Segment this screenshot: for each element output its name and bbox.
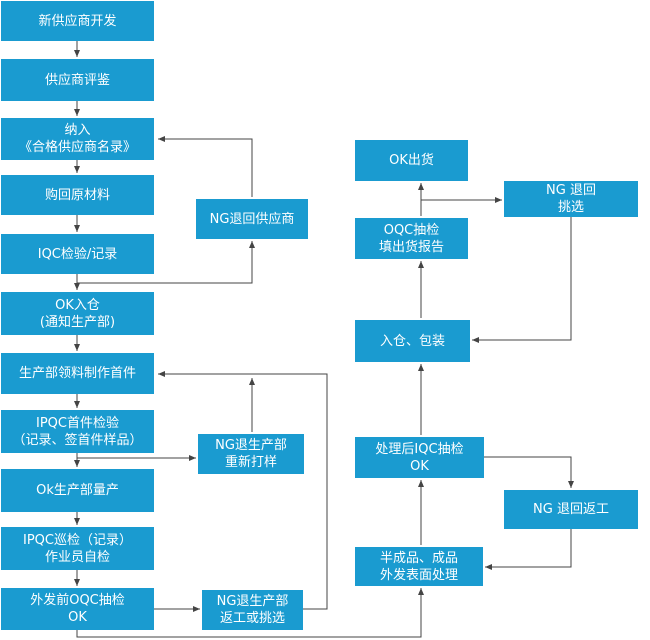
node-label: NG 退回 (546, 183, 596, 198)
node-label: 填出货报告 (378, 239, 444, 255)
node-label: IPQC首件检验 (36, 415, 119, 431)
node-label: 外发前OQC抽检 (30, 593, 125, 608)
node-label: OQC抽检 (383, 222, 440, 238)
node-label: (通知生产部) (39, 314, 116, 330)
node-ipqc-first-inspection: IPQC首件检验 （记录、签首件样品） (1, 410, 154, 453)
node-label: 处理后IQC抽检 (375, 441, 464, 457)
node-label: OK入仓 (55, 297, 100, 313)
arrow-oqc-to-semi (76, 588, 424, 638)
node-ng-production-resample: NG退生产部 重新打样 (198, 434, 304, 474)
node-label: 购回原材料 (44, 187, 110, 203)
node-label: 《合格供应商名录》 (18, 140, 136, 155)
node-label: IQC检验/记录 (37, 246, 118, 262)
node-label: IPQC巡检（记录） (23, 532, 132, 548)
node-label: Ok生产部量产 (36, 483, 119, 498)
node-label: 返工或挑选 (219, 611, 285, 626)
node-include-qualified-list: 纳入 《合格供应商名录》 (1, 118, 154, 160)
node-ok-shipment: OK出货 (355, 140, 468, 181)
node-ng-return-select: NG 退回 挑选 (504, 181, 638, 217)
node-label: OK出货 (389, 153, 434, 168)
arrow-ng-select-to-pack (472, 217, 572, 343)
node-label: 生产部领料制作首件 (18, 366, 136, 381)
node-outsourced-surface-treatment: 半成品、成品 外发表面处理 (355, 547, 483, 586)
node-label: 重新打样 (224, 455, 277, 470)
node-label: 入仓、包装 (379, 333, 445, 349)
node-label: NG退生产部 (215, 438, 287, 453)
node-label: OK (410, 458, 429, 474)
node-label: NG退生产部 (216, 594, 289, 609)
node-ng-return-rework: NG 退回返工 (504, 490, 638, 529)
node-oqc-before-outsourcing: 外发前OQC抽检 OK (1, 588, 154, 630)
node-iqc-inspection: IQC检验/记录 (1, 234, 154, 274)
node-label: NG退回供应商 (209, 211, 295, 227)
node-new-supplier: 新供应商开发 (1, 1, 154, 41)
node-label: NG 退回返工 (533, 502, 609, 517)
node-label: （记录、签首件样品） (12, 432, 143, 448)
node-label: 挑选 (557, 200, 584, 215)
node-ng-return-supplier: NG退回供应商 (196, 199, 308, 239)
arrow-ng-rework-to-prod (158, 371, 328, 610)
node-ok-warehouse: OK入仓 (通知生产部) (1, 292, 154, 335)
arrow-iqc-to-ng-supplier (77, 241, 255, 284)
node-production-first-piece: 生产部领料制作首件 (1, 353, 154, 394)
node-ok-mass-production: Ok生产部量产 (1, 469, 154, 512)
arrow-iqc-after-to-ng-rework (484, 456, 574, 488)
node-ng-production-rework: NG退生产部 返工或挑选 (202, 590, 303, 630)
node-supplier-evaluation: 供应商评鉴 (1, 59, 154, 101)
node-label: 外发表面处理 (379, 567, 458, 583)
arrow-ng-rework-to-semi (485, 529, 572, 570)
node-label: 半成品、成品 (379, 550, 458, 566)
node-label: 新供应商开发 (38, 13, 117, 29)
node-label: 供应商评鉴 (44, 72, 110, 88)
node-iqc-after-treatment: 处理后IQC抽检 OK (355, 437, 484, 478)
node-label: 作业员自检 (44, 549, 110, 565)
node-label: 纳入 (64, 123, 91, 138)
node-ipqc-patrol: IPQC巡检（记录） 作业员自检 (1, 527, 154, 570)
node-warehouse-packing: 入仓、包装 (355, 320, 470, 362)
arrow-ng-supplier-to-include (158, 136, 253, 197)
node-label: OK (68, 610, 87, 625)
node-buy-raw-material: 购回原材料 (1, 175, 154, 215)
node-oqc-shipping-report: OQC抽检 填出货报告 (355, 218, 468, 259)
